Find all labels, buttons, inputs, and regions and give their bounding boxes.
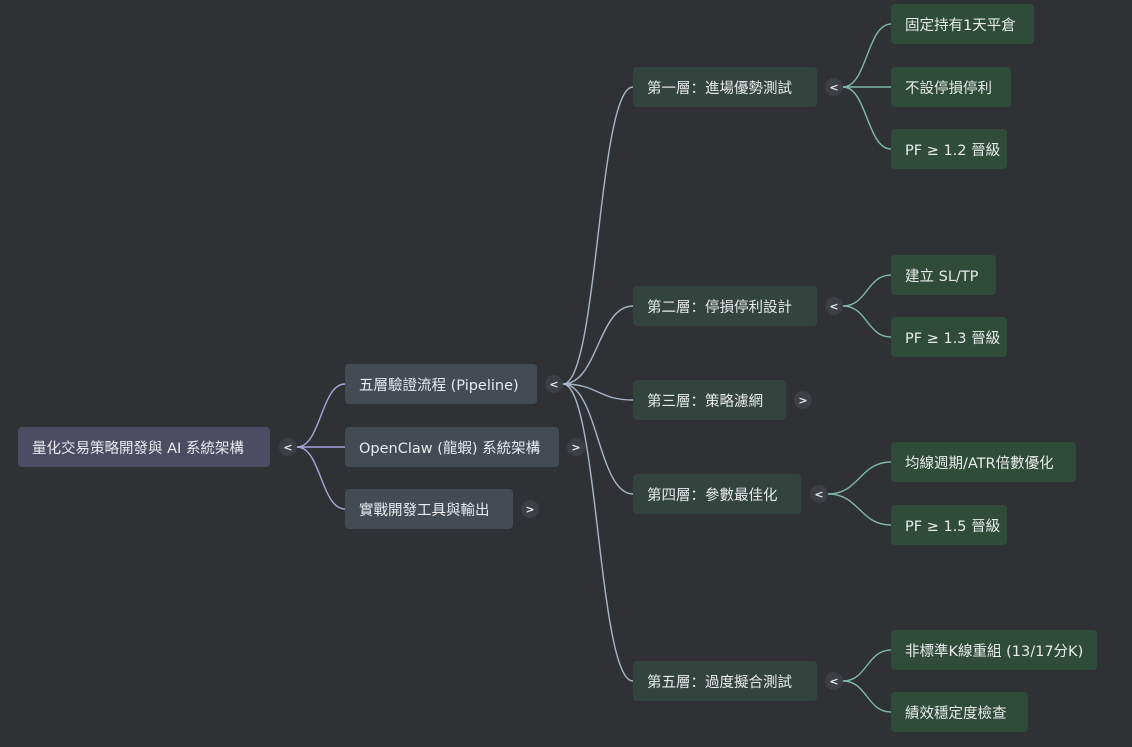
root-node-label: 量化交易策略開發與 AI 系統架構 [32,440,244,457]
connector-line-2 [296,446,346,510]
branch-pipeline-label: 五層驗證流程 (Pipeline) [359,377,519,394]
leaf-pf-1-2[interactable]: PF ≥ 1.2 晉級 [891,129,1007,169]
connector-line-13 [827,461,892,495]
collapse-layer-1-toggle[interactable]: < [825,78,843,96]
layer-4-label: 第四層：參數最佳化 [647,487,778,504]
leaf-label: 均線週期/ATR倍數優化 [905,455,1054,472]
leaf-label: 非標準K線重組 (13/17分K) [905,643,1084,660]
leaf-no-stops[interactable]: 不設停損停利 [891,67,1011,107]
connector-line-16 [842,680,892,713]
leaf-hold-one-day[interactable]: 固定持有1天平倉 [891,4,1034,44]
connector-line-6 [562,383,634,495]
layer-5-node[interactable]: 第五層：過度擬合測試 [633,661,817,701]
connector-line-7 [562,383,634,682]
collapse-layer-4-toggle[interactable]: < [810,485,828,503]
leaf-sl-tp[interactable]: 建立 SL/TP [891,255,996,295]
layer-3-label: 第三層：策略濾網 [647,393,763,410]
leaf-param-optimize[interactable]: 均線週期/ATR倍數優化 [891,442,1076,482]
connector-line-3 [562,86,634,385]
layer-1-label: 第一層：進場優勢測試 [647,80,792,97]
leaf-label: PF ≥ 1.5 晉級 [905,518,1001,535]
leaf-pf-1-5[interactable]: PF ≥ 1.5 晉級 [891,505,1007,545]
connector-line-14 [827,493,892,526]
leaf-pf-1-3[interactable]: PF ≥ 1.3 晉級 [891,317,1007,357]
leaf-label: 建立 SL/TP [905,268,979,285]
leaf-label: 固定持有1天平倉 [905,17,1016,34]
leaf-label: PF ≥ 1.2 晉級 [905,142,1001,159]
branch-tools[interactable]: 實戰開發工具與輸出 [345,489,513,529]
connector-line-10 [842,86,892,150]
layer-2-node[interactable]: 第二層：停損停利設計 [633,286,817,326]
branch-openclaw[interactable]: OpenClaw (龍蝦) 系統架構 [345,427,559,467]
expand-tools-toggle[interactable]: > [521,500,539,518]
layer-1-node[interactable]: 第一層：進場優勢測試 [633,67,817,107]
branch-openclaw-label: OpenClaw (龍蝦) 系統架構 [359,440,541,457]
connector-line-11 [842,274,892,307]
leaf-label: 績效穩定度檢查 [905,705,1007,722]
connector-line-15 [842,649,892,682]
collapse-root-toggle[interactable]: < [279,438,297,456]
leaf-label: 不設停損停利 [905,80,992,97]
collapse-layer-2-toggle[interactable]: < [825,297,843,315]
layer-4-node[interactable]: 第四層：參數最佳化 [633,474,801,514]
expand-openclaw-toggle[interactable]: > [567,438,585,456]
leaf-label: PF ≥ 1.3 晉級 [905,330,1001,347]
collapse-pipeline-toggle[interactable]: < [545,375,563,393]
layer-3-node[interactable]: 第三層：策略濾網 [633,380,786,420]
connector-line-12 [842,305,892,338]
connector-line-5 [562,383,634,401]
branch-tools-label: 實戰開發工具與輸出 [359,502,490,519]
leaf-stability-check[interactable]: 績效穩定度檢查 [891,692,1028,732]
leaf-nonstandard-k[interactable]: 非標準K線重組 (13/17分K) [891,630,1097,670]
expand-layer-3-toggle[interactable]: > [794,391,812,409]
layer-2-label: 第二層：停損停利設計 [647,299,792,316]
root-node[interactable]: 量化交易策略開發與 AI 系統架構 [18,427,270,467]
connector-line-4 [562,305,634,385]
connector-line-8 [842,23,892,88]
branch-pipeline[interactable]: 五層驗證流程 (Pipeline) [345,364,537,404]
layer-5-label: 第五層：過度擬合測試 [647,674,792,691]
collapse-layer-5-toggle[interactable]: < [825,672,843,690]
connector-line-0 [296,383,346,448]
